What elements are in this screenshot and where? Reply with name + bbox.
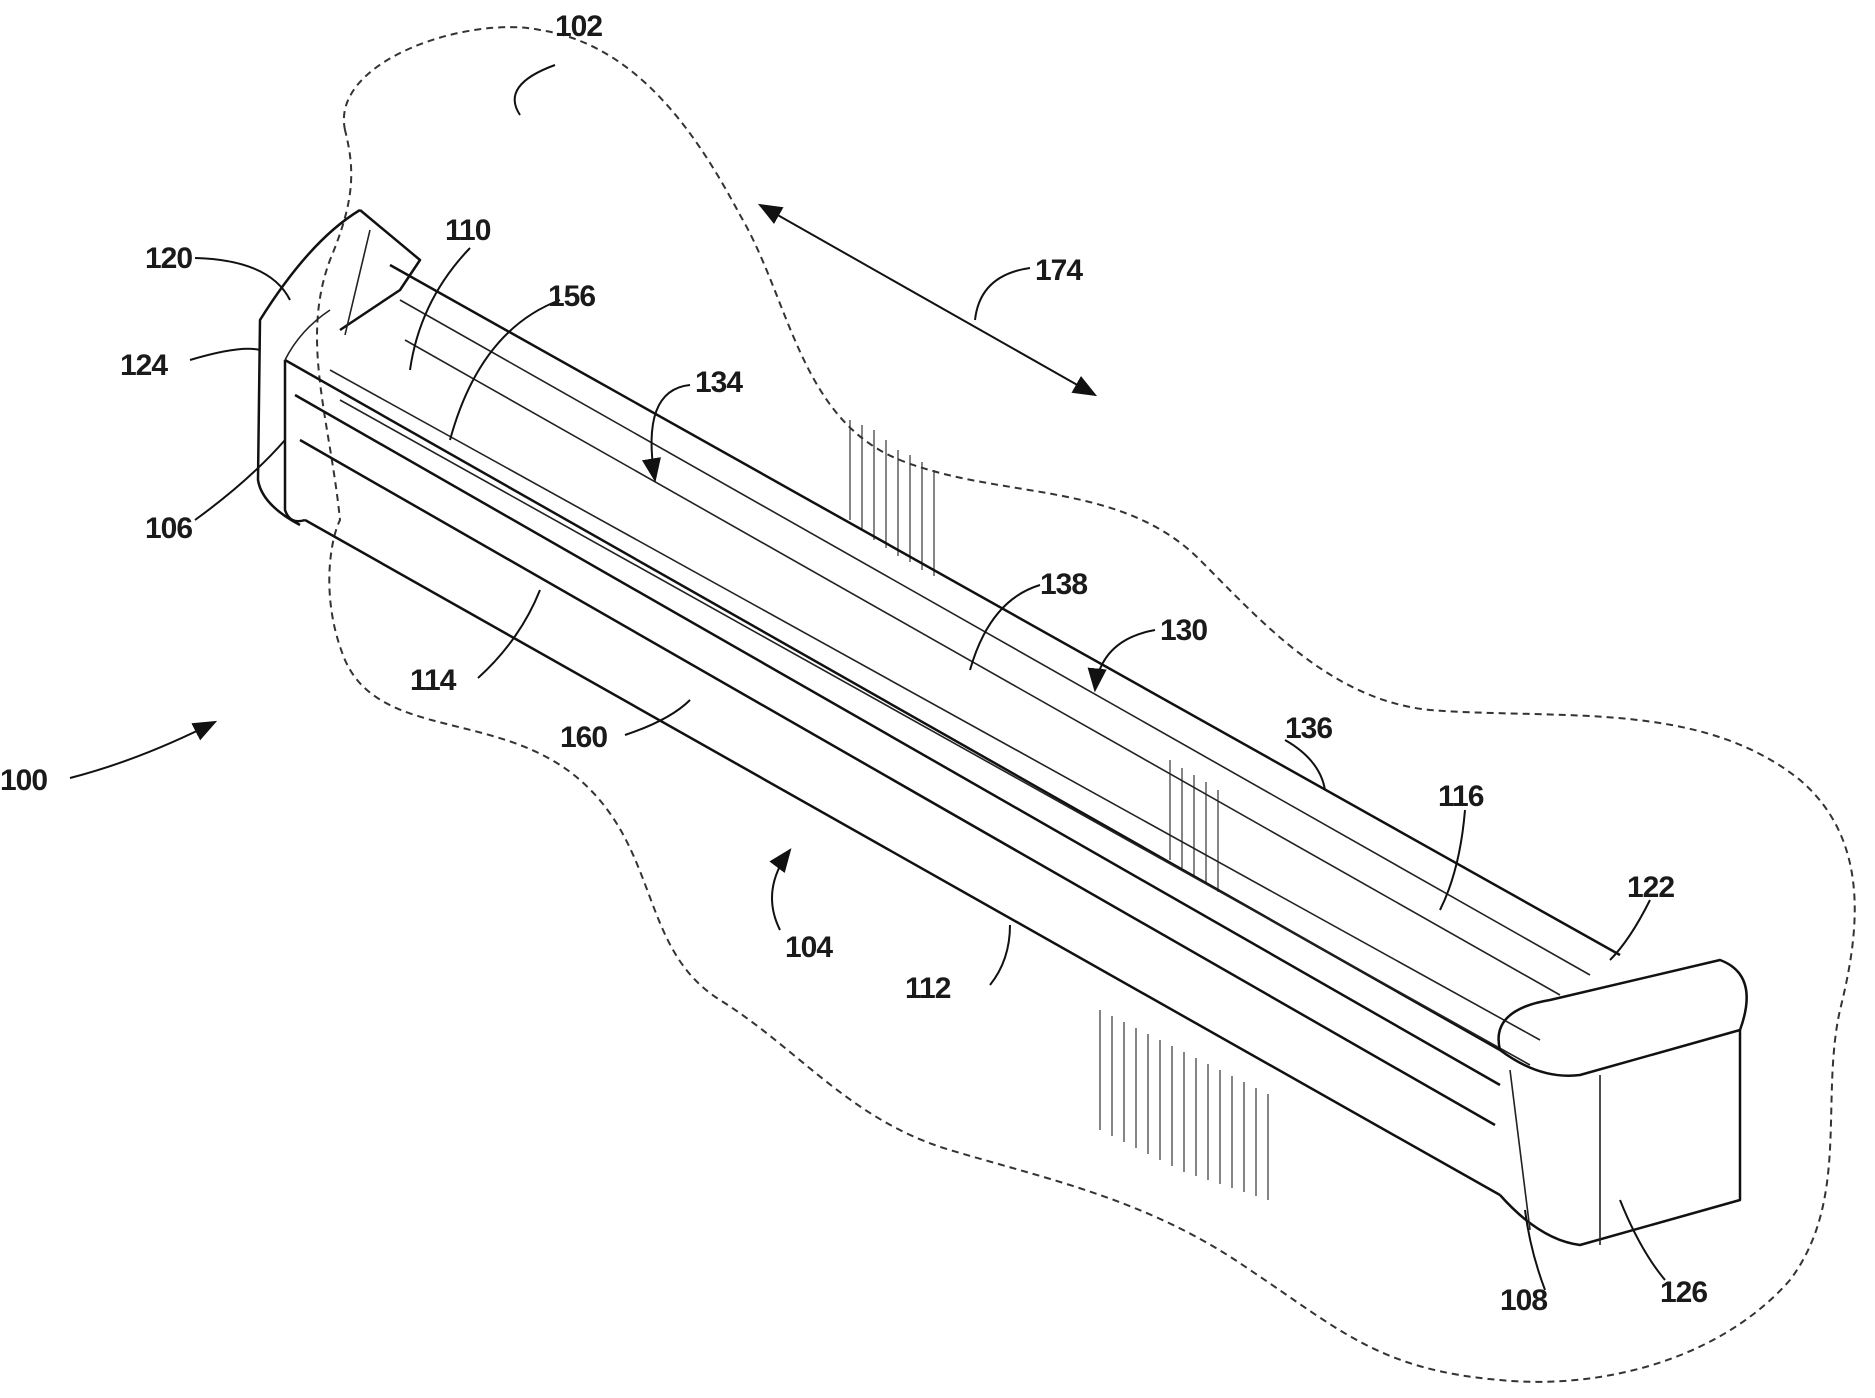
label-112: 112 xyxy=(905,972,951,1005)
label-124: 124 xyxy=(120,349,168,382)
label-100: 100 xyxy=(0,764,47,797)
label-156: 156 xyxy=(548,280,595,313)
label-102: 102 xyxy=(555,10,602,43)
label-116: 116 xyxy=(1438,780,1484,813)
label-134: 134 xyxy=(695,366,743,399)
label-122: 122 xyxy=(1627,871,1674,904)
label-136: 136 xyxy=(1285,712,1332,745)
label-126: 126 xyxy=(1660,1276,1707,1309)
label-104: 104 xyxy=(785,931,833,964)
bin-body xyxy=(285,265,1620,1195)
right-end-cap xyxy=(1499,960,1747,1245)
leader-lines xyxy=(70,65,1665,1290)
label-106: 106 xyxy=(145,512,192,545)
wall-shading-hatch xyxy=(850,420,1268,1200)
environment-dashed-outline xyxy=(317,27,1855,1382)
label-160: 160 xyxy=(560,721,607,754)
left-end-cap xyxy=(258,210,420,525)
label-130: 130 xyxy=(1160,614,1207,647)
label-114: 114 xyxy=(410,664,457,697)
label-174: 174 xyxy=(1035,254,1083,287)
label-108: 108 xyxy=(1500,1284,1547,1317)
label-138: 138 xyxy=(1040,568,1087,601)
direction-arrow-174 xyxy=(760,205,1095,395)
label-110: 110 xyxy=(445,214,491,247)
label-120: 120 xyxy=(145,242,192,275)
